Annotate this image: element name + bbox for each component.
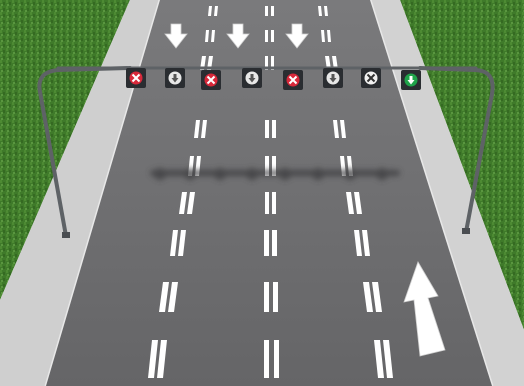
red-cross-icon — [283, 70, 303, 90]
red-cross-icon — [201, 70, 221, 90]
green-down-arrow-signal-icon — [401, 70, 421, 90]
right-pole-base — [462, 228, 470, 234]
down-arrow-signal-icon — [242, 68, 262, 88]
red-cross-icon — [126, 68, 146, 88]
white-cross-icon — [361, 68, 381, 88]
down-arrow-signal-icon — [165, 68, 185, 88]
left-pole-base — [62, 232, 70, 238]
down-arrow-signal-icon — [323, 68, 343, 88]
